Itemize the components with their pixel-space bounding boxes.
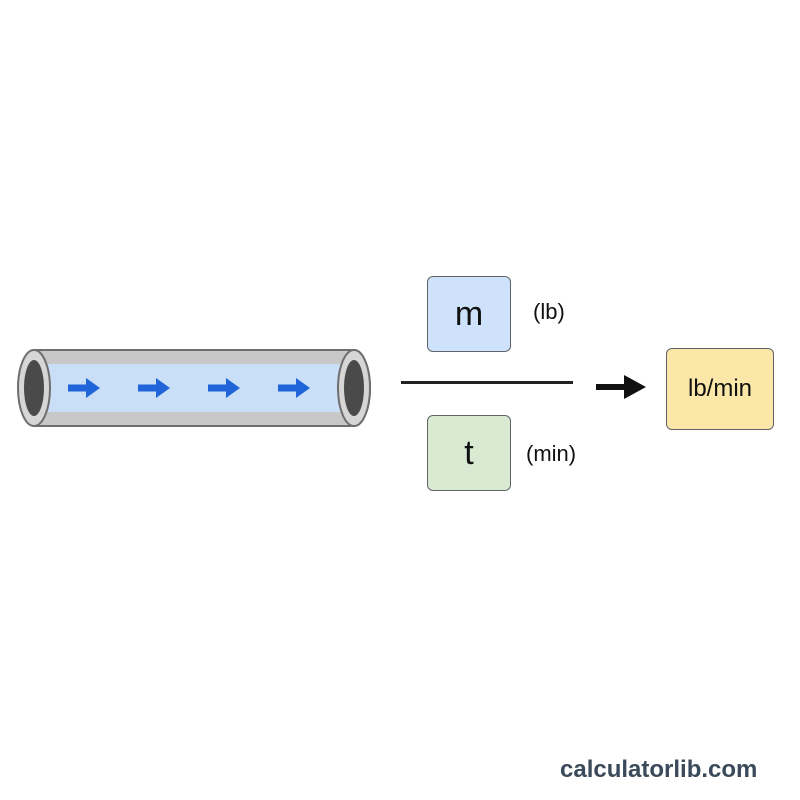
time-variable-box: t [427, 415, 511, 491]
flow-arrow-icon [278, 378, 310, 398]
mass-unit-label: (lb) [533, 299, 565, 324]
arrow-right-icon [596, 375, 646, 399]
time-unit-label: (min) [526, 441, 577, 466]
flow-arrow-icon [138, 378, 170, 398]
pipe-illustration [17, 349, 371, 427]
site-watermark: calculatorlib.com [560, 756, 758, 783]
flow-arrows [68, 378, 310, 398]
flow-arrow-icon [208, 378, 240, 398]
mass-symbol: m [454, 294, 484, 333]
flow-arrow-icon [68, 378, 100, 398]
time-symbol: t [464, 433, 474, 472]
result-unit-box: lb/min [666, 348, 774, 430]
result-unit-label: lb/min [687, 375, 753, 402]
mass-variable-box: m [427, 276, 511, 352]
fraction-bar [401, 381, 573, 384]
